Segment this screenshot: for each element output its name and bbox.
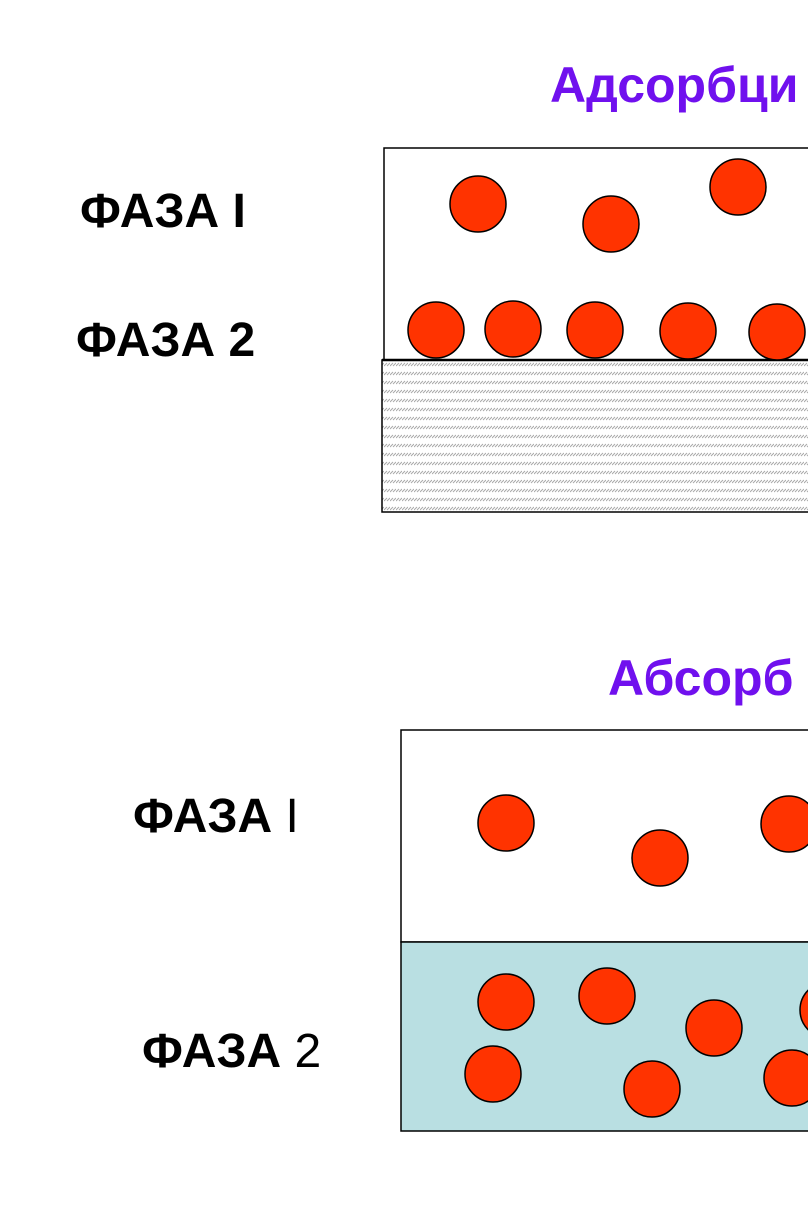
particle xyxy=(685,999,743,1057)
particle xyxy=(582,195,640,253)
absorption-diagram xyxy=(400,729,808,1132)
phase-number: I xyxy=(285,790,299,843)
phase-number: 2 xyxy=(228,314,256,367)
particle xyxy=(477,973,535,1031)
particle xyxy=(799,989,808,1031)
particle xyxy=(578,967,636,1025)
adsorption-phase2-label: ФАЗА 2 xyxy=(76,317,255,365)
phase-word: ФАЗА xyxy=(80,185,220,238)
particle xyxy=(484,300,542,358)
particle xyxy=(760,795,808,853)
absorption-phase1-region xyxy=(400,729,808,943)
phase-word: ФАЗА xyxy=(76,314,216,367)
adsorption-diagram xyxy=(381,147,808,513)
absorption-particles xyxy=(464,794,808,1118)
particle xyxy=(449,175,507,233)
adsorption-solid-surface xyxy=(381,359,808,513)
particle xyxy=(709,158,767,216)
particle xyxy=(464,1045,522,1103)
particle xyxy=(763,1049,808,1107)
particle xyxy=(566,301,624,359)
adsorption-phase1-label: ФАЗА I xyxy=(80,188,246,236)
phase-word: ФАЗА xyxy=(133,790,273,843)
phase-word: ФАЗА xyxy=(142,1025,282,1078)
particle xyxy=(407,301,465,359)
particle xyxy=(631,829,689,887)
absorption-phase2-label: ФАЗА 2 xyxy=(142,1028,321,1076)
absorption-phase1-label: ФАЗА I xyxy=(133,793,299,841)
particle xyxy=(659,302,717,360)
particle xyxy=(748,303,806,361)
adsorption-title: Адсорбци xyxy=(550,57,799,113)
phase-number: 2 xyxy=(294,1025,322,1078)
particle xyxy=(477,794,535,852)
particle xyxy=(623,1060,681,1118)
phase-number: I xyxy=(232,185,246,238)
adsorption-particles xyxy=(407,158,806,361)
absorption-title: Абсорб xyxy=(608,650,794,706)
